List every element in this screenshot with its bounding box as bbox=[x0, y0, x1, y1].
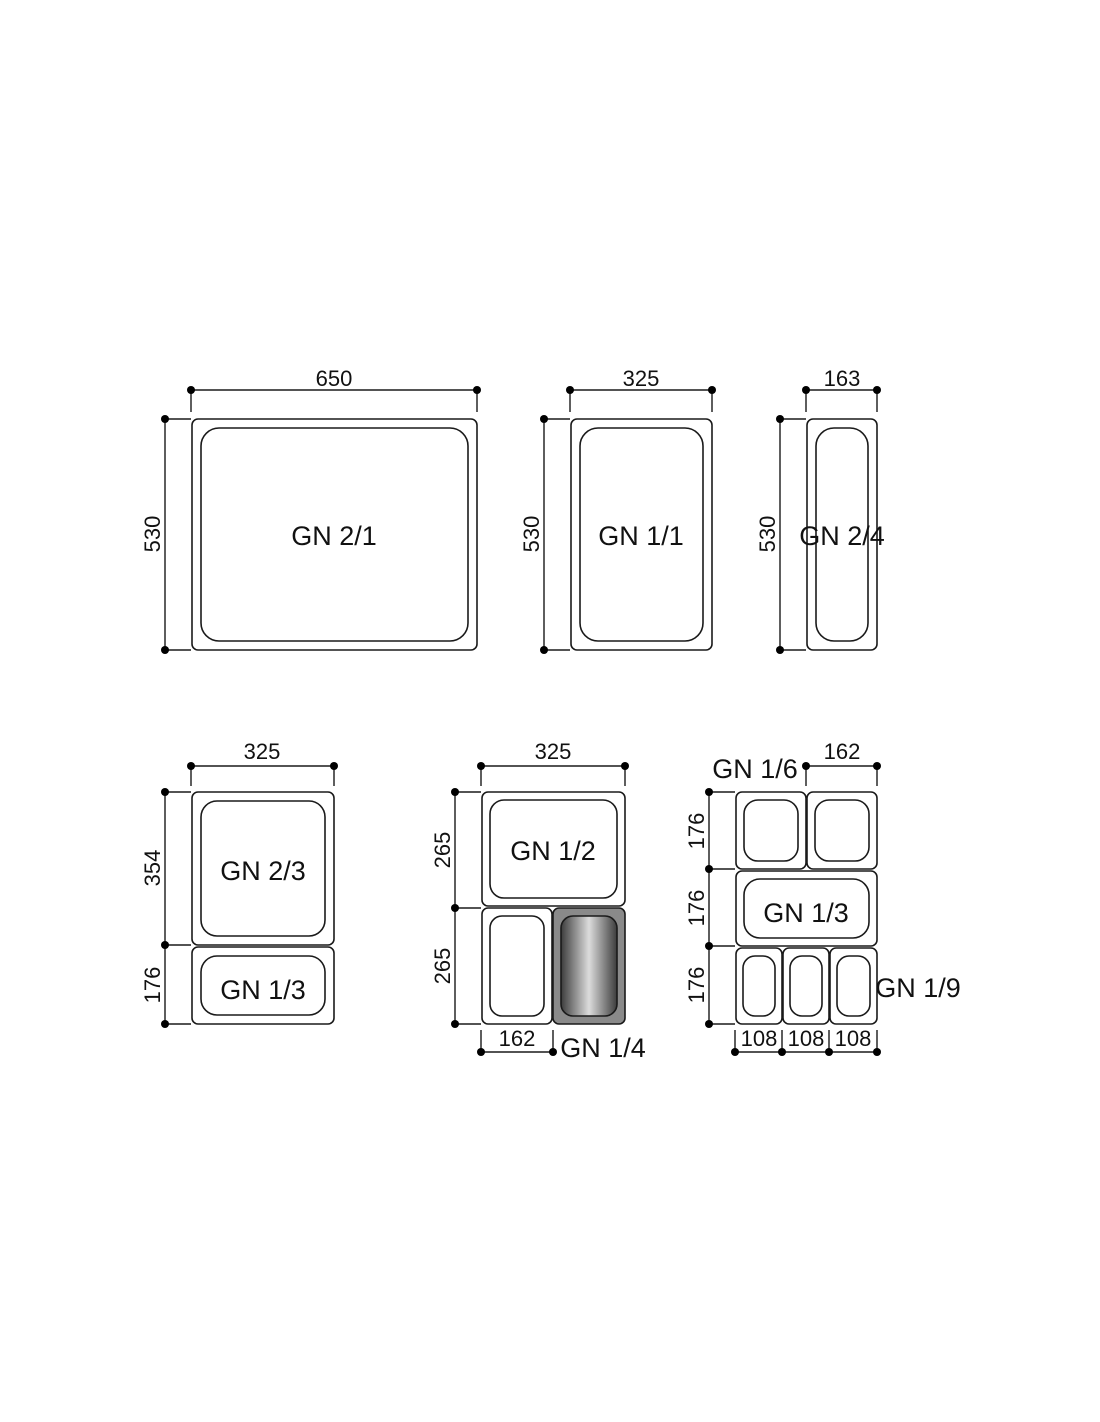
height-row1-label: 176 bbox=[684, 813, 709, 850]
dim-dot bbox=[776, 415, 784, 423]
height-top-label: 265 bbox=[430, 832, 455, 869]
dim-dot bbox=[731, 1048, 739, 1056]
pan-well bbox=[743, 878, 870, 939]
width-label: 650 bbox=[316, 366, 353, 391]
dim-dot bbox=[705, 788, 713, 796]
dim-dot bbox=[776, 646, 784, 654]
width-label: 325 bbox=[535, 739, 572, 764]
pan-label: GN 2/4 bbox=[799, 521, 885, 551]
pan-label-gn-1-6: GN 1/6 bbox=[712, 754, 798, 784]
dim-dot bbox=[778, 1048, 786, 1056]
dim-dot bbox=[477, 1048, 485, 1056]
pan-well bbox=[814, 799, 870, 862]
pan-outline bbox=[191, 418, 478, 651]
dim-dot bbox=[705, 942, 713, 950]
dim-dot bbox=[451, 788, 459, 796]
height-label: 530 bbox=[755, 516, 780, 553]
dim-dot bbox=[451, 904, 459, 912]
pan-well bbox=[742, 955, 776, 1017]
pan-label: GN 2/1 bbox=[291, 521, 377, 551]
dim-dot bbox=[549, 1048, 557, 1056]
pan-well bbox=[489, 915, 545, 1017]
pan-outline bbox=[806, 418, 878, 651]
pan-well bbox=[579, 427, 704, 642]
width-sixth-label: 162 bbox=[824, 739, 861, 764]
height-row2-label: 176 bbox=[684, 890, 709, 927]
pan-outline-gn-2-3 bbox=[191, 791, 335, 946]
height-top-label: 354 bbox=[140, 850, 165, 887]
width-label: 163 bbox=[824, 366, 861, 391]
dim-dot bbox=[705, 1020, 713, 1028]
pan-outline bbox=[570, 418, 713, 651]
pan-well bbox=[489, 799, 618, 899]
pan-gn-2-1: 650 530 GN 2/1 bbox=[140, 366, 481, 654]
dim-dot bbox=[187, 762, 195, 770]
pan-label-gn-1-9: GN 1/9 bbox=[875, 973, 961, 1003]
width-ninth-2-label: 108 bbox=[788, 1026, 825, 1051]
pan-outline-gn-1-6 bbox=[735, 791, 807, 870]
pan-well bbox=[200, 427, 469, 642]
pan-label-gn-1-2: GN 1/2 bbox=[510, 836, 596, 866]
pan-well bbox=[789, 955, 823, 1017]
pan-outline-gn-1-6 bbox=[806, 791, 878, 870]
pan-well bbox=[836, 955, 871, 1017]
dim-dot bbox=[825, 1048, 833, 1056]
pan-label-gn-2-3: GN 2/3 bbox=[220, 856, 306, 886]
dim-dot bbox=[187, 386, 195, 394]
height-label: 530 bbox=[519, 516, 544, 553]
height-label: 530 bbox=[140, 516, 165, 553]
dim-dot bbox=[473, 386, 481, 394]
dim-dot bbox=[873, 386, 881, 394]
width-quarter-label: 162 bbox=[499, 1026, 536, 1051]
pan-label-gn-1-3: GN 1/3 bbox=[220, 975, 306, 1005]
pan-well bbox=[200, 800, 326, 937]
dim-dot bbox=[161, 1020, 169, 1028]
dim-dot bbox=[708, 386, 716, 394]
pan-outline-gn-1-9 bbox=[782, 947, 830, 1025]
pan-outline-gn-1-3 bbox=[735, 870, 878, 947]
pan-label-gn-1-3: GN 1/3 bbox=[763, 898, 849, 928]
dim-dot bbox=[873, 1048, 881, 1056]
dim-dot bbox=[451, 1020, 459, 1028]
pan-label-gn-1-4: GN 1/4 bbox=[560, 1033, 646, 1063]
pan-gn-1-2-set: 325 265 265 162 GN 1/2 GN 1/4 bbox=[430, 739, 646, 1063]
pan-gn-2-4: 163 530 GN 2/4 bbox=[755, 366, 885, 654]
pan-gn-1-1: 325 530 GN 1/1 bbox=[519, 366, 716, 654]
height-bottom-label: 265 bbox=[430, 948, 455, 985]
dim-dot bbox=[802, 762, 810, 770]
pan-gn-2-3-set: 325 354 176 GN 2/3 GN 1/3 bbox=[140, 739, 338, 1028]
dim-dot bbox=[161, 415, 169, 423]
dim-dot bbox=[873, 762, 881, 770]
width-ninth-1-label: 108 bbox=[741, 1026, 778, 1051]
dim-dot bbox=[802, 386, 810, 394]
pan-outline-gn-1-4 bbox=[481, 907, 553, 1025]
width-label: 325 bbox=[623, 366, 660, 391]
pan-outline-gn-1-9 bbox=[829, 947, 878, 1025]
dim-dot bbox=[540, 415, 548, 423]
width-label: 325 bbox=[244, 739, 281, 764]
height-row3-label: 176 bbox=[684, 967, 709, 1004]
dim-dot bbox=[330, 762, 338, 770]
pan-gn-1-6-set: GN 1/6 162 176 176 176 GN 1/3 bbox=[684, 739, 961, 1056]
dim-dot bbox=[621, 762, 629, 770]
pan-outline-gn-1-3 bbox=[191, 946, 335, 1025]
dim-dot bbox=[705, 865, 713, 873]
width-ninth-3-label: 108 bbox=[835, 1026, 872, 1051]
height-bottom-label: 176 bbox=[140, 967, 165, 1004]
pan-well bbox=[743, 799, 799, 862]
dim-dot bbox=[477, 762, 485, 770]
dim-dot bbox=[161, 941, 169, 949]
dim-dot bbox=[161, 788, 169, 796]
pan-well-highlighted bbox=[560, 915, 618, 1017]
pan-label: GN 1/1 bbox=[598, 521, 684, 551]
pan-outline-gn-1-9 bbox=[735, 947, 783, 1025]
dim-dot bbox=[161, 646, 169, 654]
pan-well bbox=[815, 427, 869, 642]
dim-dot bbox=[566, 386, 574, 394]
dim-dot bbox=[540, 646, 548, 654]
pan-outline-gn-1-2 bbox=[481, 791, 626, 907]
pan-well bbox=[200, 955, 326, 1016]
